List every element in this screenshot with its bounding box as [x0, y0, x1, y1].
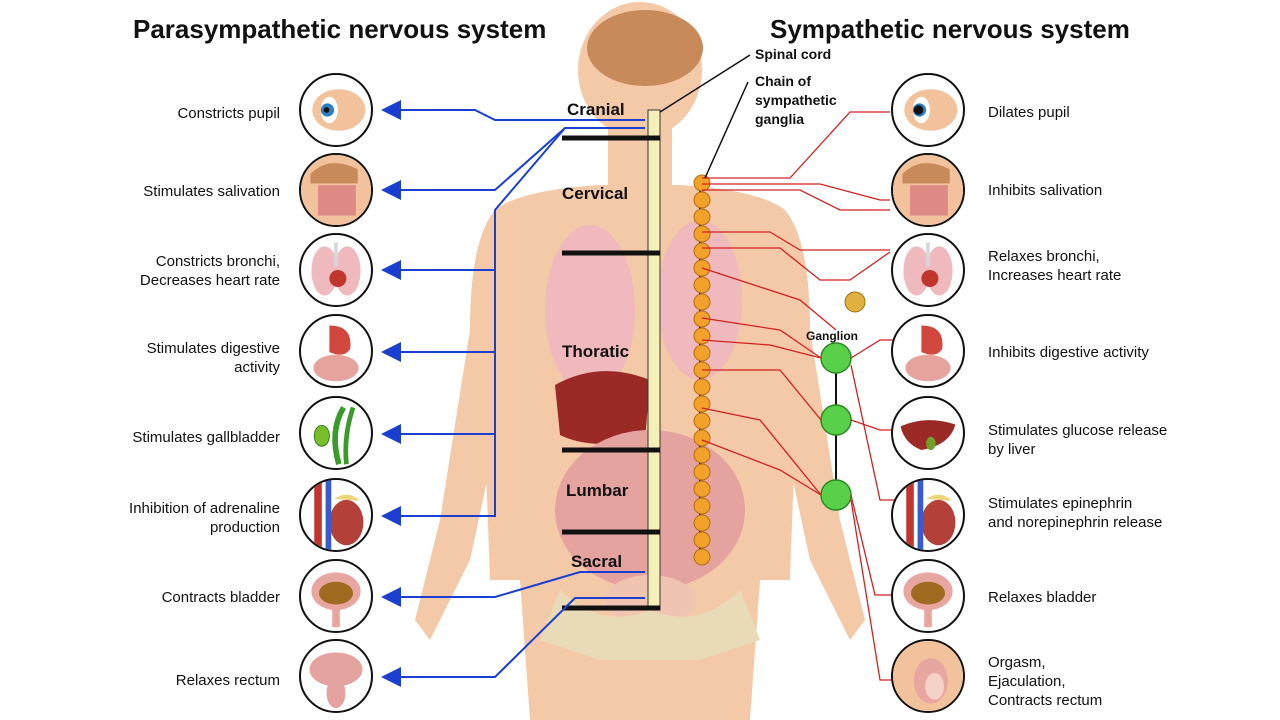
- region-label-sacral: Sacral: [571, 552, 623, 571]
- parasympathetic-title: Parasympathetic nervous system: [133, 14, 547, 44]
- liver: [555, 371, 650, 444]
- para-effect-1: Constricts pupil: [177, 105, 280, 122]
- left-organ-bladder-icon: [299, 559, 373, 633]
- region-label-lumbar: Lumbar: [566, 481, 629, 500]
- para-effect-8: Relaxes rectum: [175, 672, 280, 689]
- para-effect-7: Contracts bladder: [161, 589, 280, 606]
- chain-label-line2: sympathetic: [755, 92, 837, 108]
- region-dividers: [562, 135, 660, 611]
- right-organ-lungs-heart-icon: [891, 233, 965, 307]
- spinal-cord: [647, 109, 661, 611]
- sympathetic-connections: [701, 111, 910, 681]
- right-organ-salivary-head-icon: [891, 153, 965, 227]
- chain-label-line3: ganglia: [755, 111, 805, 127]
- right-organ-adrenal-kidney-icon: [891, 478, 965, 552]
- pelvis: [540, 590, 760, 660]
- right-organ-bladder-icon: [891, 559, 965, 633]
- para-effect-3: Constricts bronchi,Decreases heart rate: [139, 253, 280, 289]
- para-effect-2: Stimulates salivation: [143, 183, 280, 200]
- right-organ-eye-icon: [891, 73, 965, 147]
- ganglia: [820, 342, 852, 511]
- region-label-thoratic: Thoratic: [562, 342, 630, 361]
- symp-effect-3: Relaxes bronchi,Increases heart rate: [988, 248, 1122, 284]
- solar-plexus-icon: [844, 291, 866, 313]
- symp-effect-7: Relaxes bladder: [988, 589, 1097, 606]
- chain-label-line1: Chain of: [755, 73, 811, 89]
- symp-effect-2: Inhibits salivation: [988, 182, 1103, 199]
- spinal-cord-label: Spinal cord: [755, 46, 832, 62]
- symp-effect-4: Inhibits digestive activity: [988, 344, 1149, 361]
- right-organ-genital-icon: [891, 639, 965, 713]
- para-effect-5: Stimulates gallbladder: [132, 429, 280, 446]
- region-label-cranial: Cranial: [567, 100, 625, 119]
- left-organ-adrenal-kidney-icon: [299, 478, 373, 552]
- right-organ-stomach-icon: [891, 314, 965, 388]
- sympathetic-chain: [693, 174, 711, 566]
- left-lung: [545, 225, 635, 395]
- left-organ-stomach-icon: [299, 314, 373, 388]
- left-organ-gallbladder-icon: [299, 396, 373, 470]
- left-organ-salivary-head-icon: [299, 153, 373, 227]
- left-organ-rectum-icon: [299, 639, 373, 713]
- left-organ-lungs-heart-icon: [299, 233, 373, 307]
- region-label-cervical: Cervical: [562, 184, 629, 203]
- ganglion-label: Ganglion: [806, 329, 858, 343]
- symp-effect-8: Orgasm,Ejaculation,Contracts rectum: [988, 654, 1103, 709]
- sympathetic-title: Sympathetic nervous system: [770, 14, 1130, 44]
- brain: [587, 10, 703, 86]
- parasympathetic-connections: [381, 100, 645, 687]
- symp-effect-1: Dilates pupil: [988, 104, 1070, 121]
- chain-ganglia-label: Chain of sympathetic ganglia: [755, 72, 837, 129]
- right-organ-liver-icon: [891, 396, 965, 470]
- left-organ-eye-icon: [299, 73, 373, 147]
